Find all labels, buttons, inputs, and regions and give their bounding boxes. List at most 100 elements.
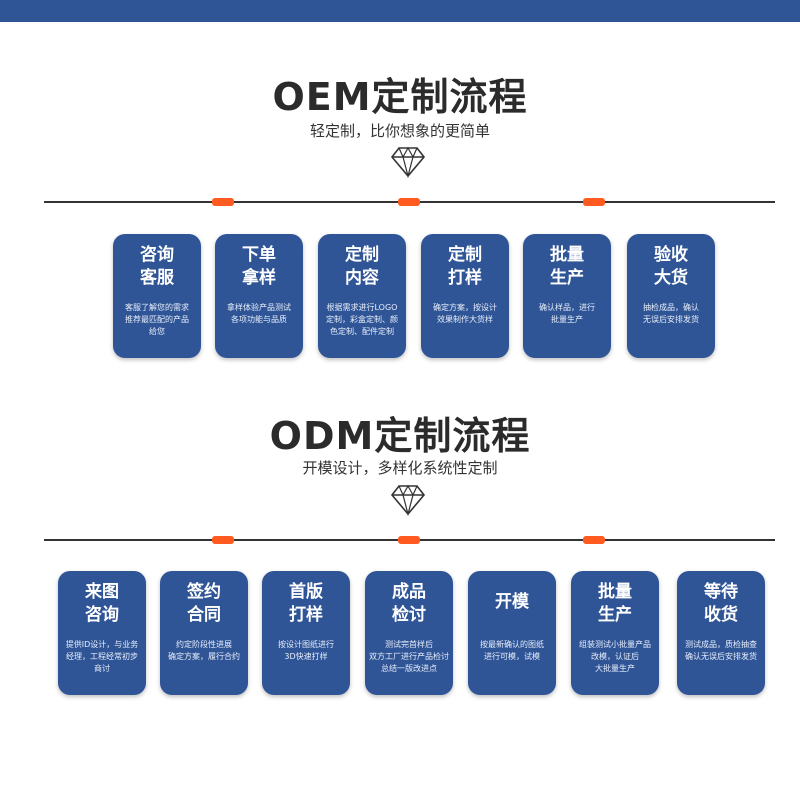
- step-title-line: 客服: [140, 268, 174, 288]
- step-description-line: 定制，彩盒定制、颜: [326, 315, 398, 324]
- step-description-line: 按设计图纸进行: [278, 640, 334, 649]
- step-description: 提供ID设计，与业务经理，工程经常初步商讨: [62, 639, 142, 675]
- step-description: 约定阶段性进展确定方案，履行合约: [164, 639, 244, 663]
- odm-subtitle: 开模设计，多样化系统性定制: [302, 459, 498, 477]
- timeline-marker: [398, 536, 420, 544]
- step-description-line: 3D快速打样: [284, 652, 328, 661]
- top-banner-bar: [0, 0, 800, 22]
- step-description-line: 确定方案，履行合约: [168, 652, 240, 661]
- step-description-line: 批量生产: [551, 315, 583, 324]
- step-title: 下单拿样: [215, 244, 303, 290]
- oem-subtitle: 轻定制，比你想象的更简单: [309, 122, 490, 140]
- odm-step-card: 签约合同约定阶段性进展确定方案，履行合约: [160, 571, 248, 695]
- odm-step-card: 来图咨询提供ID设计，与业务经理，工程经常初步商讨: [58, 571, 146, 695]
- oem-step-card: 定制内容根据需求进行LOGO 定制，彩盒定制、颜色定制、配件定制: [318, 234, 406, 358]
- step-description-line: 提供ID设计，与业务: [65, 640, 139, 649]
- step-title-line: 等待: [704, 582, 738, 602]
- step-title: 等待收货: [677, 581, 765, 627]
- oem-step-card: 定制打样确定方案，按设计效果制作大货样: [421, 234, 509, 358]
- step-title-line: 大货: [654, 268, 688, 288]
- step-title: 批量生产: [571, 581, 659, 627]
- step-description: 确认样品，进行批量生产: [527, 302, 607, 326]
- step-description-line: 拿样体验产品测试: [227, 303, 291, 312]
- step-title-line: 生产: [598, 605, 632, 625]
- step-title-line: 开模: [495, 592, 529, 612]
- step-title: 来图咨询: [58, 581, 146, 627]
- step-description-line: 大批量生产: [595, 664, 635, 673]
- step-description-line: 客服了解您的需求: [125, 303, 189, 312]
- step-description-line: 进行可模，试模: [484, 652, 540, 661]
- step-description-line: 抽检成品，确认: [643, 303, 699, 312]
- step-description-line: 改模，认证后: [591, 652, 639, 661]
- step-description-line: 组装测试小批量产品: [579, 640, 651, 649]
- step-title: 定制内容: [318, 244, 406, 290]
- step-description-line: 总结一版改进点: [381, 664, 437, 673]
- step-description-line: 测试成品，质检抽查: [685, 640, 757, 649]
- odm-title: ODM定制流程: [269, 414, 531, 458]
- timeline-marker: [398, 198, 420, 206]
- odm-step-card: 首版打样按设计图纸进行 3D快速打样: [262, 571, 350, 695]
- step-title: 签约合同: [160, 581, 248, 627]
- step-description-line: 商讨: [94, 664, 110, 673]
- step-description: 组装测试小批量产品改模，认证后大批量生产: [575, 639, 655, 675]
- diamond-icon: [390, 146, 426, 178]
- step-description-line: 推荐最匹配的产品: [125, 315, 189, 324]
- step-title-line: 打样: [448, 268, 482, 288]
- step-description-line: 约定阶段性进展: [176, 640, 232, 649]
- step-title-line: 合同: [187, 605, 221, 625]
- step-title: 开模: [468, 591, 556, 614]
- step-title-line: 成品: [392, 582, 426, 602]
- step-title-line: 定制: [345, 245, 379, 265]
- step-title-line: 打样: [289, 605, 323, 625]
- odm-step-card: 成品检讨测试完首样后双方工厂进行产品检讨总结一版改进点: [365, 571, 453, 695]
- oem-title: OEM定制流程: [272, 75, 528, 119]
- step-description-line: 测试完首样后: [385, 640, 433, 649]
- step-description-line: 效果制作大货样: [437, 315, 493, 324]
- step-description: 拿样体验产品测试各项功能与品质: [219, 302, 299, 326]
- timeline-marker: [583, 536, 605, 544]
- step-title-line: 下单: [242, 245, 276, 265]
- step-title-line: 内容: [345, 268, 379, 288]
- step-title-line: 批量: [550, 245, 584, 265]
- odm-step-card: 批量生产组装测试小批量产品改模，认证后大批量生产: [571, 571, 659, 695]
- step-description-line: 按最新确认的图纸: [480, 640, 544, 649]
- step-description: 按最新确认的图纸进行可模，试模: [472, 639, 552, 663]
- step-description: 测试成品，质检抽查确认无误后安排发货: [681, 639, 761, 663]
- step-description-line: 根据需求进行LOGO: [326, 303, 398, 312]
- step-title-line: 签约: [187, 582, 221, 602]
- step-title-line: 咨询: [140, 245, 174, 265]
- step-description-line: 经理，工程经常初步: [66, 652, 138, 661]
- step-title-line: 拿样: [242, 268, 276, 288]
- step-title: 首版打样: [262, 581, 350, 627]
- step-title: 咨询客服: [113, 244, 201, 290]
- step-title-line: 收货: [704, 605, 738, 625]
- diamond-icon: [390, 484, 426, 516]
- step-title: 成品检讨: [365, 581, 453, 627]
- step-description: 按设计图纸进行 3D快速打样: [266, 639, 346, 663]
- timeline-marker: [212, 536, 234, 544]
- step-description-line: 确认样品，进行: [539, 303, 595, 312]
- odm-step-card: 等待收货测试成品，质检抽查确认无误后安排发货: [677, 571, 765, 695]
- oem-step-card: 批量生产确认样品，进行批量生产: [523, 234, 611, 358]
- timeline-marker: [583, 198, 605, 206]
- step-title: 批量生产: [523, 244, 611, 290]
- oem-step-card: 下单拿样拿样体验产品测试各项功能与品质: [215, 234, 303, 358]
- step-description: 测试完首样后双方工厂进行产品检讨总结一版改进点: [369, 639, 449, 675]
- step-description: 确定方案，按设计效果制作大货样: [425, 302, 505, 326]
- oem-step-card: 验收大货抽检成品，确认无误后安排发货: [627, 234, 715, 358]
- step-title-line: 验收: [654, 245, 688, 265]
- timeline-marker: [212, 198, 234, 206]
- step-description-line: 给您: [149, 327, 165, 336]
- step-description-line: 色定制、配件定制: [330, 327, 394, 336]
- step-title-line: 检讨: [392, 605, 426, 625]
- odm-step-card: 开模按最新确认的图纸进行可模，试模: [468, 571, 556, 695]
- oem-step-card: 咨询客服客服了解您的需求推荐最匹配的产品给您: [113, 234, 201, 358]
- step-title-line: 咨询: [85, 605, 119, 625]
- step-description: 根据需求进行LOGO 定制，彩盒定制、颜色定制、配件定制: [322, 302, 402, 338]
- step-title: 验收大货: [627, 244, 715, 290]
- step-title-line: 来图: [85, 582, 119, 602]
- step-title-line: 批量: [598, 582, 632, 602]
- step-description: 抽检成品，确认无误后安排发货: [631, 302, 711, 326]
- step-description-line: 确认无误后安排发货: [685, 652, 757, 661]
- step-title: 定制打样: [421, 244, 509, 290]
